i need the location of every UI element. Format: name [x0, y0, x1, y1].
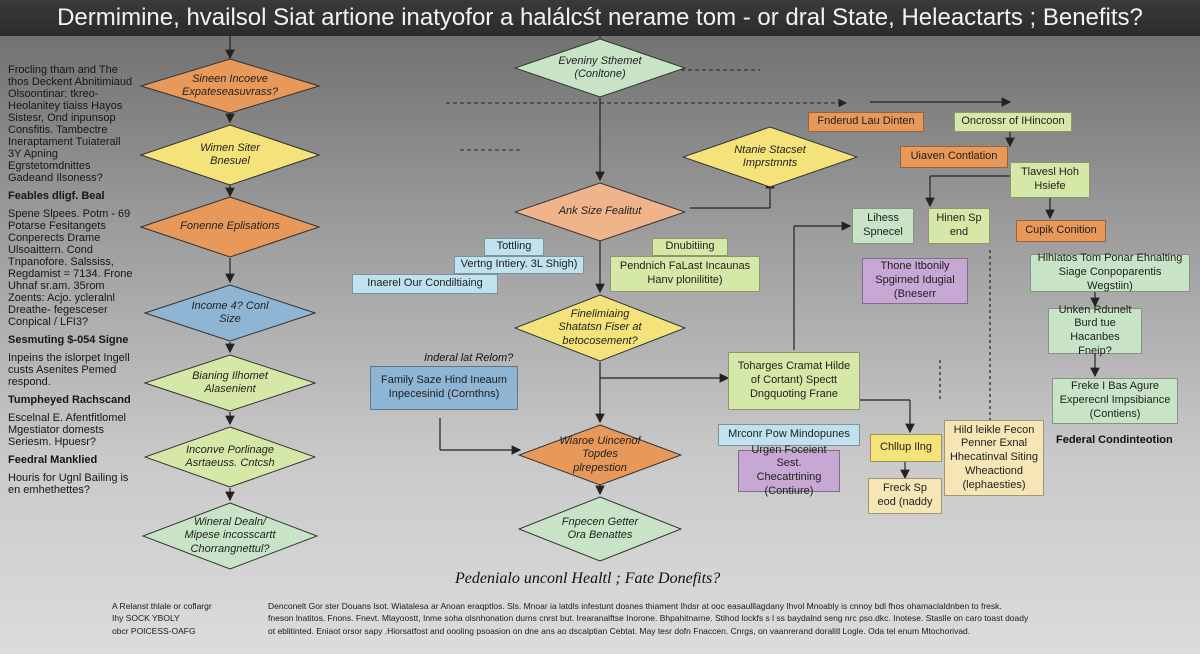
diamond-node[interactable]: Wineral Dealn/ Mipese incosscartt Chorra… — [141, 502, 319, 570]
footer-right: Denconelt Gor ster Douans lsot. Wiatales… — [268, 600, 1096, 637]
diamond-shape — [143, 284, 317, 342]
footer-left: A Relanst thlale or coflargr Ihy SOCK YB… — [112, 600, 262, 637]
box-node[interactable]: Cupik Conition — [1016, 220, 1106, 242]
left-heading-1: Feables dligf. Beal — [8, 190, 105, 202]
box-node[interactable]: Pendnich FaLast Incaunas Hanv plonilitit… — [610, 256, 760, 292]
footer-right-line: Denconelt Gor ster Douans lsot. Wiatales… — [268, 601, 1002, 611]
footer-left-line: Ihy SOCK YBOLY — [112, 613, 180, 624]
footer-right-line: fneson lnatitos. Fnons. Fnevt. Mlayoostt… — [268, 613, 1029, 624]
footer-left-line: obcr POICESS-OAFG — [112, 625, 196, 636]
diamond-label: Inconve Porlinage Asrtaeuss. Cntcsh — [185, 443, 275, 469]
box-node[interactable]: Dnubitiing — [652, 238, 728, 256]
left-body-4: Houris for Ugnl Bailing is en emhethette… — [8, 472, 129, 496]
box-node[interactable]: Oncrossr of IHincoon — [954, 112, 1072, 132]
left-heading-2: Sesmuting $-054 Signe — [8, 334, 129, 346]
box-node[interactable]: Hihiatos Tom Ponar Ehnalting Siage Conpo… — [1030, 252, 1190, 292]
box-node[interactable]: Freck Sp eod (naddy — [868, 478, 942, 514]
diamond-node[interactable]: Wimen Siter Bnesuel — [139, 124, 321, 186]
diagram-caption: Pedenialo unconl Healtl ; Fate Donefits? — [455, 570, 721, 587]
box-node[interactable]: Mrconr Pow Mindopunes — [718, 424, 860, 446]
box-node[interactable]: Family Saze Hind Ineaum Inpecesinid (Cor… — [370, 366, 518, 410]
diamond-label: Wimen Siter Bnesuel — [200, 141, 260, 167]
diamond-node[interactable]: Wiaroe Uincenof Topdes plrepestion — [517, 424, 683, 486]
box-node[interactable]: Toharges Cramat Hilde of Cortant) Spectt… — [728, 352, 860, 410]
diamond-label: Finelimiaing Shatatsn Fiser at betocosem… — [558, 308, 642, 347]
diamond-label: Bianing Ilhomet Alasenient — [192, 369, 268, 395]
diamond-shape — [141, 502, 319, 570]
diamond-node[interactable]: Fnpecen Getter Ora Benattes — [517, 496, 683, 562]
diamond-shape — [517, 424, 683, 486]
free-label-inderal: Inderal lat Relom? — [424, 352, 514, 364]
left-body-3: Escelnal E. Afentfitlomel Mgestiator dom… — [8, 412, 127, 448]
diamond-node[interactable]: Ank Size Fealitut — [513, 182, 687, 242]
left-notes-column: Frocling tham and The thos Deckent Abnit… — [8, 64, 136, 502]
diamond-shape — [139, 196, 321, 258]
left-intro: Frocling tham and The thos Deckent Abnit… — [8, 64, 133, 184]
box-node[interactable]: Chllup Ilng — [870, 434, 942, 462]
diamond-shape — [143, 426, 317, 488]
diamond-node[interactable]: Finelimiaing Shatatsn Fiser at betocosem… — [513, 294, 687, 362]
diamond-node[interactable]: Inconve Porlinage Asrtaeuss. Cntcsh — [143, 426, 317, 488]
box-node[interactable]: Vertng Intiery. 3L Shigh) — [454, 256, 584, 274]
box-node[interactable]: Uiaven Contlation — [900, 146, 1008, 168]
diamond-label: Ank Size Fealitut — [558, 205, 642, 218]
box-node[interactable]: Unken Rdunelt Burd tue Hacanbes Fneip? — [1048, 304, 1142, 357]
diamond-node[interactable]: Ntanie Stacset Imprstmnts — [681, 126, 859, 188]
diamond-shape — [139, 124, 321, 186]
left-heading-4: Feedral Manklied — [8, 454, 98, 466]
box-node[interactable]: Tottling — [484, 238, 544, 256]
diamond-label: Eveniny Sthemet (Conltone) — [558, 54, 642, 80]
diamond-node[interactable]: Income 4? Conl Size — [143, 284, 317, 342]
box-node[interactable]: Hinen Sp end — [928, 208, 990, 244]
box-node[interactable]: Freke I Bas Agure Experecnl Impsibiance … — [1052, 378, 1178, 424]
box-node[interactable]: Urgen Foceient Sest. Checatrtining (Cont… — [738, 444, 840, 497]
diamond-shape — [681, 126, 859, 188]
diamond-label: Wineral Dealn/ Mipese incosscartt Chorra… — [184, 516, 276, 555]
diamond-label: Ntanie Stacset Imprstmnts — [734, 143, 806, 169]
diamond-label: Fonenne Eplisations — [180, 220, 280, 233]
diamond-label: Sineen Incoeve Expateseasuvrass? — [182, 72, 278, 98]
box-node[interactable]: Lihess Spnecel — [852, 208, 914, 244]
diamond-shape — [139, 58, 321, 114]
diamond-label: Wiaroe Uincenof Topdes plrepestion — [559, 435, 641, 474]
left-heading-3: Tumpheyed Rachscand — [8, 394, 131, 406]
footer-left-line: A Relanst thlale or coflargr — [112, 601, 212, 611]
left-body-2: Inpeins the islorpet Ingell custs Asenit… — [8, 352, 130, 388]
diamond-shape — [517, 496, 683, 562]
diamond-shape — [513, 38, 687, 98]
footer-right-line: ot eblitinted. Eniaot orsor sapy .Hiorsa… — [268, 625, 971, 636]
diamond-label: Income 4? Conl Size — [191, 299, 269, 325]
diamond-shape — [143, 354, 317, 412]
diamond-label: Fnpecen Getter Ora Benattes — [561, 515, 639, 541]
page-title: Dermimine, hvailsol Siat artione inatyof… — [0, 0, 1200, 36]
box-node[interactable]: Fnderud Lau Dinten — [808, 112, 924, 132]
diamond-node[interactable]: Fonenne Eplisations — [139, 196, 321, 258]
diamond-shape — [513, 182, 687, 242]
free-label-federal: Federal Condinteotion — [1056, 434, 1173, 446]
diamond-node[interactable]: Sineen Incoeve Expateseasuvrass? — [139, 58, 321, 114]
left-body-1: Spene Slpees. Potm - 69 Potarse Fesitang… — [8, 208, 133, 328]
box-node[interactable]: Thone Itbonily Spgirned Idugial (Bneserr — [862, 258, 968, 304]
diamond-shape — [513, 294, 687, 362]
box-node[interactable]: Tlavesl Hoh Hsiefe — [1010, 162, 1090, 198]
diamond-node[interactable]: Bianing Ilhomet Alasenient — [143, 354, 317, 412]
diamond-node[interactable]: Eveniny Sthemet (Conltone) — [513, 38, 687, 98]
box-node[interactable]: Hild leikle Fecon Penner Exnal Hhecatinv… — [944, 420, 1044, 496]
box-node[interactable]: Inaerel Our Condiltiaing — [352, 274, 498, 294]
